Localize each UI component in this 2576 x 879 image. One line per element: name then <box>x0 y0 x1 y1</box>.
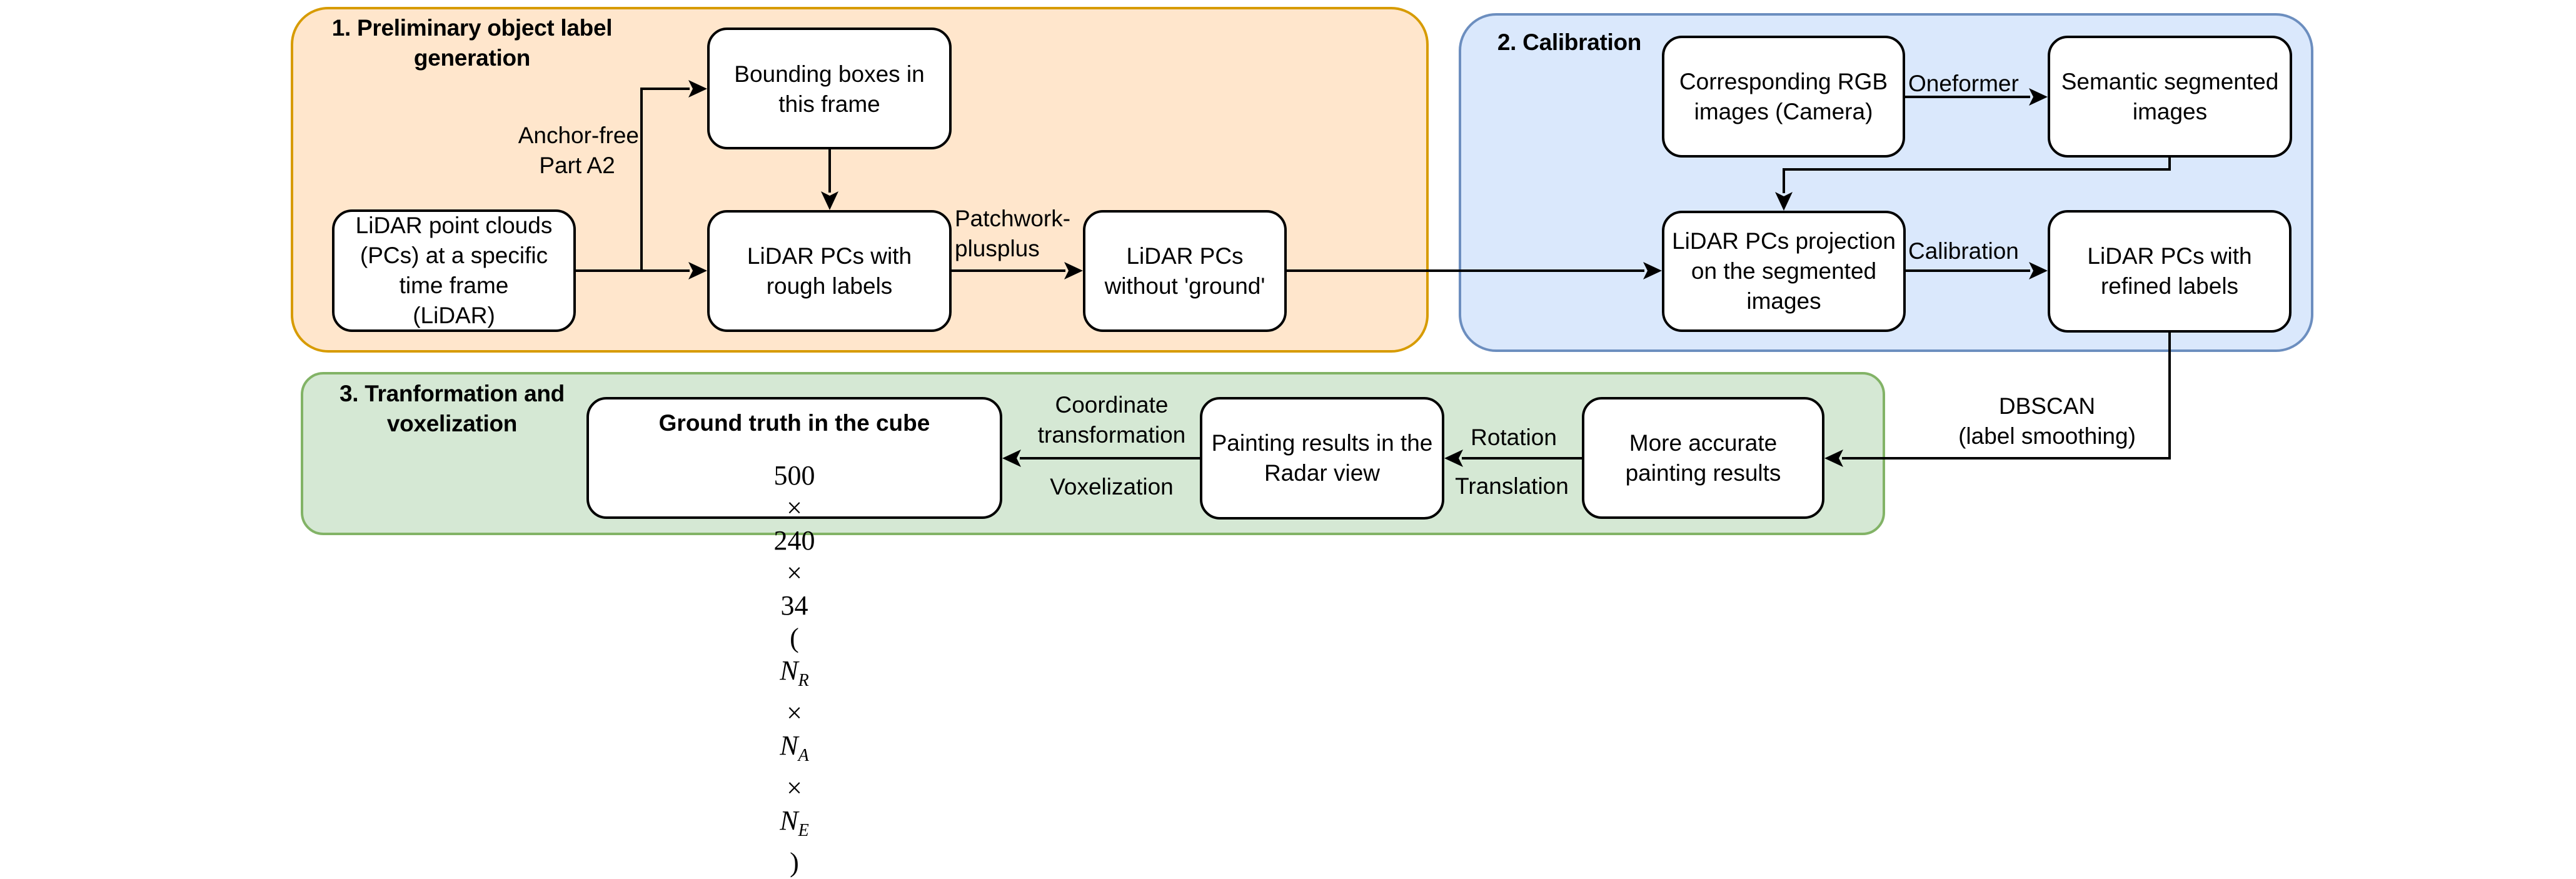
edge-label-patchwork: Patchwork- plusplus <box>955 206 1071 261</box>
node-text: on the segmented <box>1691 258 1877 284</box>
node-bounding-boxes: Bounding boxes in this frame <box>707 28 952 149</box>
edge-label-rotation: Rotation <box>1471 424 1557 450</box>
node-text: LiDAR PCs with <box>2087 243 2252 269</box>
node-text: Bounding boxes in <box>734 61 925 87</box>
node-rgb-images: Corresponding RGB images (Camera) <box>1662 36 1905 158</box>
node-text: refined labels <box>2100 273 2239 299</box>
group3-title-line2: voxelization <box>386 411 518 436</box>
node-text: LiDAR PCs <box>1126 243 1244 269</box>
node-text: Semantic segmented <box>2061 68 2279 94</box>
node-text: painting results <box>1625 460 1781 486</box>
node-text: (PCs) at a specific <box>360 243 548 268</box>
node-projection: LiDAR PCs projection on the segmented im… <box>1662 211 1906 332</box>
node-text: rough labels <box>766 273 893 299</box>
node-without-ground: LiDAR PCs without 'ground' <box>1083 210 1287 332</box>
node-text: LiDAR point clouds <box>355 213 553 238</box>
node-lidar-point-clouds: LiDAR point clouds (PCs) at a specific t… <box>332 209 576 332</box>
node-text: (LiDAR) <box>413 303 495 328</box>
edge-label-dbscan: DBSCAN (label smoothing) <box>1958 393 2136 449</box>
group3-title-line1: 3. Tranformation and <box>340 381 565 406</box>
node-text: LiDAR PCs with <box>747 243 912 269</box>
node-text: time frame <box>399 273 509 298</box>
edge-label-calibration: Calibration <box>1908 238 2019 264</box>
group1-title-line2: generation <box>413 45 531 71</box>
edge-label-anchor-free: Anchor-free <box>518 123 639 148</box>
ground-truth-title: Ground truth in the cube <box>658 410 930 436</box>
node-ground-truth-cube: Ground truth in the cube 500 × 240 × 34(… <box>586 397 1002 878</box>
group2-title-line1: 2. Calibration <box>1497 29 1642 55</box>
node-radar-view: Painting results in the Radar view <box>1200 397 1444 520</box>
node-text: Corresponding RGB <box>1679 68 1888 94</box>
node-text: LiDAR PCs projection <box>1672 228 1896 254</box>
node-text: images <box>1746 288 1821 314</box>
edge-label-part-a2: Part A2 <box>539 153 615 178</box>
node-more-accurate: More accurate painting results <box>1582 397 1824 519</box>
node-text: this frame <box>778 91 880 117</box>
edge-label-coordinate-transformation: Coordinate transformation <box>1037 392 1186 448</box>
node-text: without 'ground' <box>1104 273 1265 299</box>
group2-title: 2. Calibration <box>1491 28 1648 58</box>
edge-label-oneformer: Oneformer <box>1908 71 2019 96</box>
node-text: More accurate <box>1629 429 1778 456</box>
node-semantic-images: Semantic segmented images <box>2048 36 2292 158</box>
node-refined-labels: LiDAR PCs with refined labels <box>2048 210 2292 333</box>
edge-label-voxelization: Voxelization <box>1050 474 1174 500</box>
ground-truth-formula: 500 × 240 × 34(NR × NA × NE) <box>773 460 815 878</box>
group1-title-line1: 1. Preliminary object label <box>331 15 613 41</box>
node-text: images <box>2132 98 2208 124</box>
node-text: images (Camera) <box>1694 98 1873 124</box>
group3-title: 3. Tranformation and voxelization <box>329 379 575 439</box>
node-rough-labels: LiDAR PCs with rough labels <box>707 210 952 332</box>
group1-title: 1. Preliminary object label generation <box>320 13 624 73</box>
node-text: Painting results in the <box>1211 430 1433 456</box>
node-text: Radar view <box>1264 460 1381 486</box>
edge-label-translation: Translation <box>1455 473 1569 499</box>
